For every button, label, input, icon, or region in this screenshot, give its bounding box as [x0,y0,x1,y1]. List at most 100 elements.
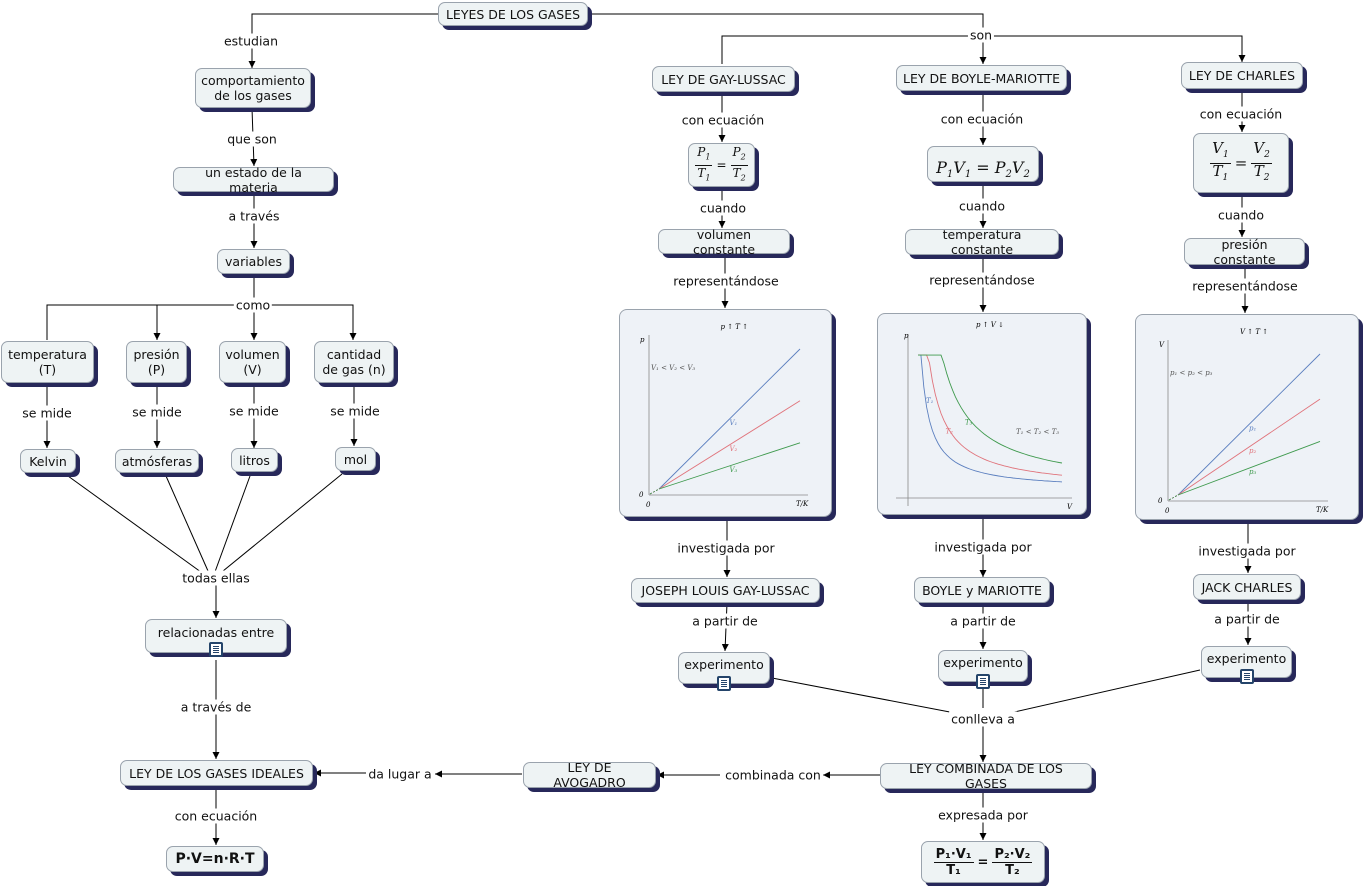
link-a-traves-de: a través de [178,699,254,715]
link-estudian: estudian [221,33,281,49]
mol-node[interactable]: mol [335,447,376,471]
link-a-traves: a través [226,208,282,224]
series-label: T₃ [965,419,973,427]
series-line [658,400,801,490]
temperatura-constante-node[interactable]: temperatura constante [905,227,1059,257]
link-combinada-con: combinada con [723,767,823,783]
experimento-label-3: experimento [1206,651,1287,666]
origin-label: 0 [1158,497,1163,505]
link-representandose: representándose [671,273,781,289]
series-label: T₁ [926,397,934,405]
legend-text: V₁ < V₂ < V₃ [651,364,695,372]
link-conlleva: conlleva a [949,711,1017,727]
jack-charles-node[interactable]: JACK CHARLES [1193,574,1301,600]
experimento-label-1: experimento [684,657,764,672]
boyle-y-mariotte-node[interactable]: BOYLE y MARIOTTE [914,577,1050,603]
boyle-mariotte-node[interactable]: LEY DE BOYLE-MARIOTTE [896,65,1067,91]
comportamiento-node[interactable]: comportamiento de los gases [195,68,311,108]
series-curve [918,354,1063,476]
boyle-equation: P1V1 = P2V2 [936,158,1030,181]
series-label: p₂ [1249,447,1256,455]
link-da-lugar: da lugar a [366,766,434,782]
kelvin-node[interactable]: Kelvin [20,449,76,473]
link-con-ecuacion: con ecuación [679,112,767,128]
presion-node[interactable]: presión (P) [126,341,187,383]
volumen-constante-node[interactable]: volumen constante [658,227,790,257]
link-a-partir-de: a partir de [1212,611,1282,627]
link-cuando: cuando [698,200,748,216]
series-line [1177,440,1321,496]
link-se-mide: se mide [130,404,184,420]
series-curve [918,354,1063,483]
temperatura-node[interactable]: temperatura (T) [1,341,94,383]
series-label: V₁ [730,419,738,427]
resource-document-icon[interactable] [976,674,990,689]
link-son: son [967,27,995,43]
presion-constante-node[interactable]: presión constante [1184,237,1305,267]
link-investigada-por: investigada por [675,540,777,556]
link-todas-ellas: todas ellas [180,570,252,586]
ley-avogadro-node[interactable]: LEY DE AVOGADRO [523,760,656,790]
link-expresada-por: expresada por [936,807,1030,823]
joseph-gay-lussac-node[interactable]: JOSEPH LOUIS GAY-LUSSAC [631,578,820,603]
estado-node[interactable]: un estado de la materia [173,165,334,195]
series-dashed-start [1168,494,1179,501]
series-curve [918,354,1063,464]
volumen-node[interactable]: volumen (V) [219,341,286,383]
pvnrt-equation-node[interactable]: P·V=n·R·T [166,846,264,872]
series-label: V₃ [730,466,738,474]
series-label: T₂ [946,427,954,435]
chart-title: V ↑ T ↑ [1240,328,1268,336]
charles-node[interactable]: LEY DE CHARLES [1181,62,1303,89]
link-investigada-por: investigada por [932,539,1034,555]
root-node[interactable]: LEYES DE LOS GASES [438,2,588,26]
link-cuando: cuando [1216,207,1266,223]
boyle-equation-node[interactable]: P1V1 = P2V2 [927,146,1039,182]
variables-node[interactable]: variables [217,249,290,274]
legend-text: T₁ < T₂ < T₃ [1016,428,1059,436]
y-axis-label: p [640,336,645,344]
resource-document-icon[interactable] [209,642,223,657]
link-con-ecuacion: con ecuación [938,111,1026,127]
cantidad-node[interactable]: cantidad de gas (n) [314,341,394,383]
ley-combinada-node[interactable]: LEY COMBINADA DE LOS GASES [880,761,1092,791]
x-axis-label: T/K [1316,506,1329,514]
gases-ideales-node[interactable]: LEY DE LOS GASES IDEALES [120,760,313,786]
experimento-label-2: experimento [943,655,1023,670]
series-line [1177,398,1321,496]
link-se-mide: se mide [20,405,74,421]
link-se-mide: se mide [227,403,281,419]
legend-text: p₁ < p₂ < p₃ [1170,369,1213,377]
chart-title: p ↑ V ↓ [976,321,1004,329]
atmosferas-node[interactable]: atmósferas [115,449,199,473]
link-se-mide: se mide [328,403,382,419]
link-como: como [233,297,273,313]
resource-document-icon[interactable] [1240,669,1254,684]
link-representandose: representándose [1190,278,1300,294]
gay-lussac-node[interactable]: LEY DE GAY-LUSSAC [652,66,795,92]
series-line [1177,353,1321,496]
resource-document-icon[interactable] [717,676,731,691]
series-line [658,442,801,490]
series-label: p₁ [1249,425,1256,433]
link-a-partir-de: a partir de [690,613,760,629]
link-a-partir-de: a partir de [948,613,1018,629]
chart-title: p ↑ T ↑ [721,323,749,331]
x-origin-label: 0 [646,501,651,509]
series-label: p₃ [1249,468,1256,476]
litros-node[interactable]: litros [231,448,278,472]
origin-label: 0 [639,491,644,499]
link-cuando: cuando [957,198,1007,214]
